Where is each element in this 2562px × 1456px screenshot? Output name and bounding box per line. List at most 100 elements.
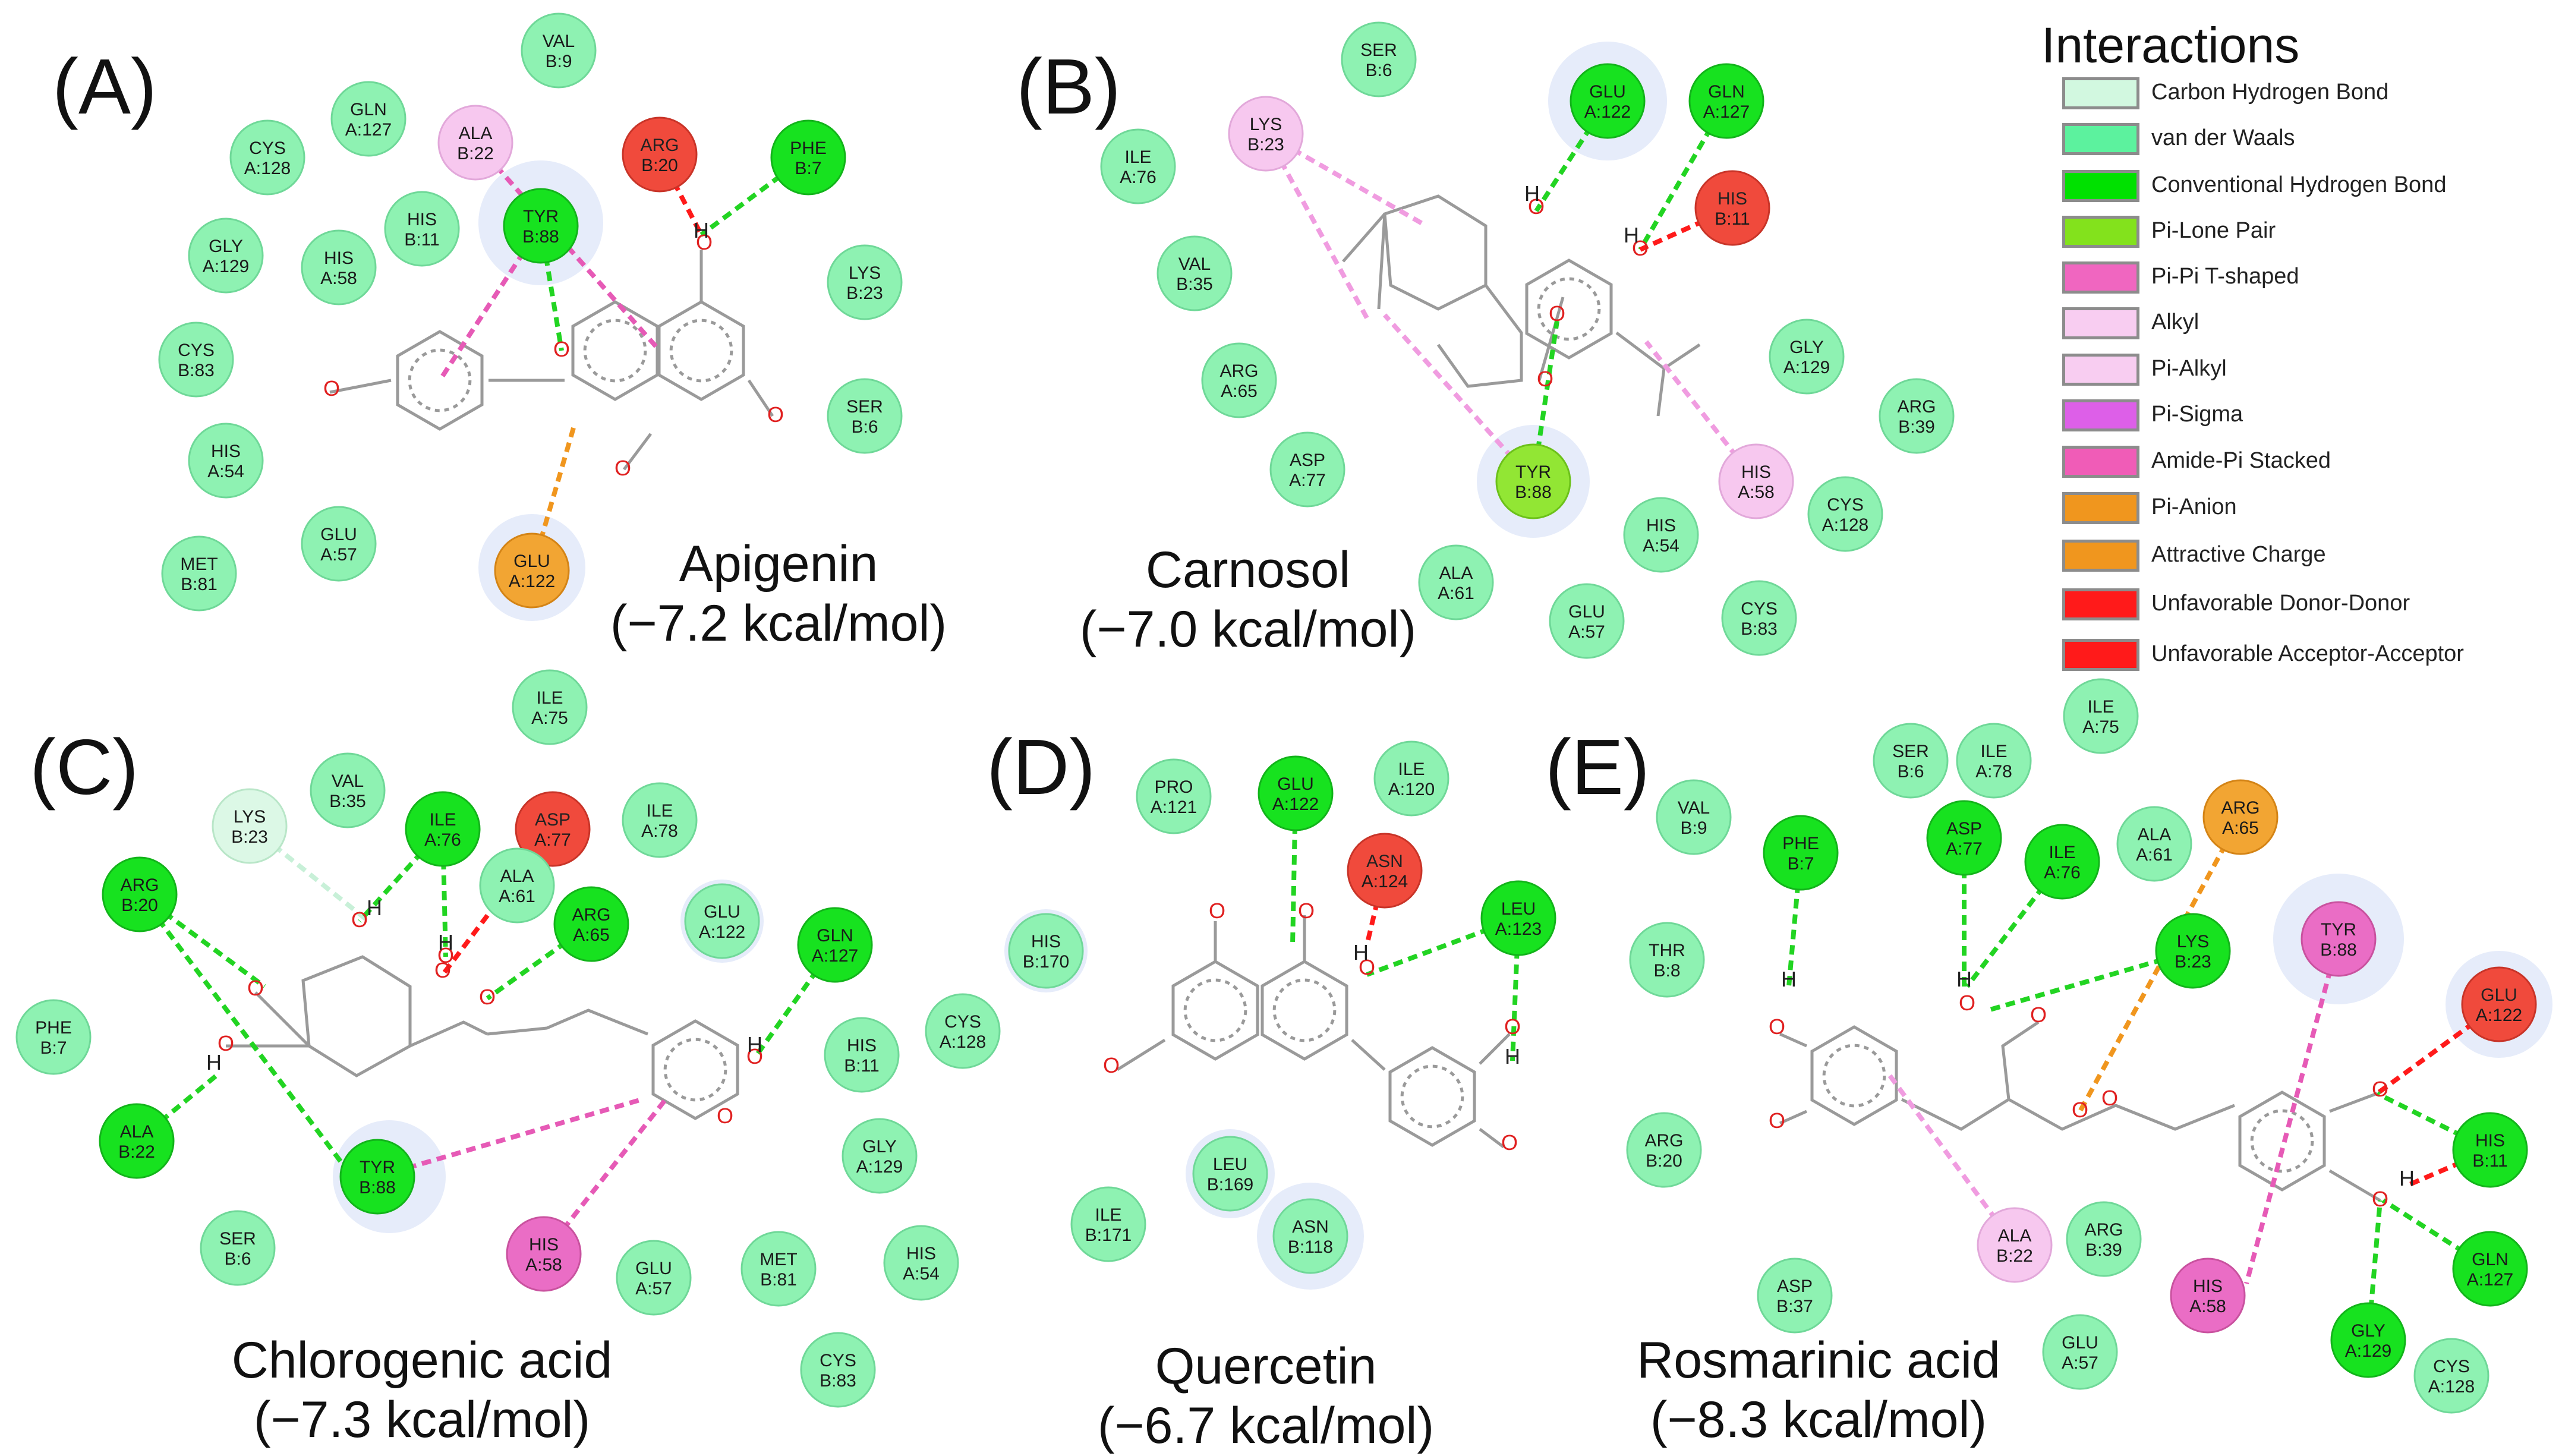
residue-circle	[1341, 21, 1417, 97]
legend-label: Unfavorable Acceptor-Acceptor	[2151, 641, 2464, 666]
residue-type: GLY	[862, 1137, 897, 1156]
residue-id: B:8	[1653, 961, 1680, 981]
residue-id: A:77	[534, 830, 571, 850]
residue-type: SER	[846, 397, 883, 417]
residue-id: B:35	[1176, 275, 1213, 294]
residue-type: PHE	[790, 138, 827, 158]
residue-circle	[797, 907, 873, 983]
residue-id: B:20	[641, 156, 678, 175]
residue-circle	[1977, 1207, 2053, 1283]
legend-swatch	[2062, 639, 2139, 671]
residue-circle	[1688, 63, 1764, 139]
residue-type: TYR	[2321, 920, 2356, 940]
residue-id: A:65	[1221, 382, 1258, 401]
residue-id: A:76	[424, 830, 461, 850]
residue-circle	[1721, 580, 1797, 656]
residue-circle	[2452, 1231, 2528, 1307]
ring	[657, 300, 745, 401]
residue-id: B:81	[760, 1270, 797, 1290]
compound-name: Apigenin	[679, 535, 878, 593]
binding-energy: (−7.2 kcal/mol)	[610, 594, 947, 652]
residue-circle	[200, 1210, 276, 1286]
aromatic-ring	[669, 319, 733, 383]
residue-circle	[1926, 800, 2002, 876]
aromatic-ring	[663, 1038, 727, 1102]
legend-swatch	[2062, 399, 2139, 431]
residue-type: GLN	[817, 926, 853, 946]
oxygen-atom: O	[1528, 194, 1545, 219]
residue-id: B:169	[1207, 1175, 1253, 1195]
residue-id: B:171	[1085, 1225, 1132, 1245]
residue-type: ARG	[1219, 361, 1258, 381]
interaction-line	[1290, 793, 1298, 946]
residue-id: A:127	[812, 946, 858, 966]
residue-id: A:61	[499, 887, 535, 906]
residue-type: VAL	[1178, 254, 1211, 274]
residue-id: A:65	[2222, 818, 2259, 838]
ring	[1525, 259, 1613, 360]
residue-circle	[1763, 815, 1839, 891]
residue-circle	[2461, 966, 2537, 1042]
residue-id: A:129	[1783, 358, 1830, 377]
residue-circle	[437, 105, 513, 181]
residue-circle	[1757, 1258, 1833, 1334]
residue-id: B:20	[1646, 1151, 1682, 1171]
aromatic-ring	[2250, 1109, 2314, 1173]
residue-type: ILE	[1124, 147, 1151, 167]
residue-type: ALA	[459, 124, 493, 143]
residue-id: B:39	[2085, 1240, 2122, 1260]
hydrogen-atom: H	[694, 218, 709, 242]
residue-circle	[2024, 824, 2100, 900]
interaction-line	[1366, 916, 1520, 977]
interaction-line	[1965, 860, 2065, 988]
ring	[2238, 1091, 2326, 1192]
bond	[329, 250, 774, 471]
residue-circle	[1956, 723, 2032, 799]
aromatic-ring	[1183, 978, 1247, 1042]
oxygen-atom: O	[479, 985, 496, 1009]
residue-type: HIS	[529, 1235, 559, 1255]
oxygen-atom: O	[1504, 1014, 1521, 1039]
residue-circle	[2301, 901, 2377, 977]
residue-id: B:20	[121, 896, 158, 915]
caption-carnosol: Carnosol (−7.0 kcal/mol)	[1064, 541, 1432, 660]
residue-id: B:88	[2320, 940, 2357, 960]
hydrogen-atom: H	[367, 896, 382, 920]
residue-type: CYS	[944, 1012, 981, 1032]
aromatic-ring	[1822, 1044, 1886, 1108]
residue-id: A:57	[2062, 1353, 2098, 1373]
residue-circle	[1418, 544, 1494, 620]
residue-circle	[827, 244, 903, 320]
oxygen-atom: O	[696, 230, 713, 254]
legend-label: Alkyl	[2151, 310, 2199, 335]
residue-circle	[1656, 779, 1732, 855]
legend-label: Pi-Sigma	[2151, 402, 2243, 427]
residue-id: A:122	[2476, 1006, 2522, 1025]
residue-circle	[2170, 1258, 2246, 1334]
residue-circle	[515, 791, 591, 867]
oxygen-atom: O	[1549, 301, 1565, 326]
oxygen-atom: O	[1298, 899, 1315, 923]
residue-id: B:37	[1776, 1297, 1813, 1316]
residue-id: A:78	[641, 821, 678, 841]
hydrogen-atom: H	[1353, 940, 1369, 965]
residue-type: CYS	[820, 1351, 856, 1370]
residue-type: HIS	[211, 442, 241, 461]
